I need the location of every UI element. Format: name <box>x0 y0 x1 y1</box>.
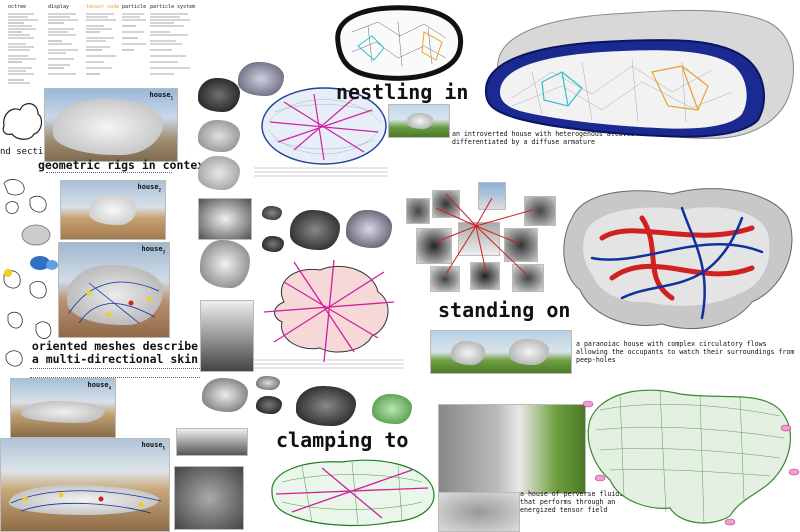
oriented-meshes-title: oriented meshes describe a multi-directi… <box>31 339 199 366</box>
house4-render: house4 <box>10 378 116 438</box>
nestling-landscape-render <box>388 104 450 138</box>
standing-house-mass-1 <box>451 341 485 365</box>
peephole-photo-6 <box>458 222 500 256</box>
house4-label: house4 <box>87 381 112 391</box>
nestling-description: an introverted house with heterogenous a… <box>452 130 635 146</box>
nestling-armature-drawing <box>254 87 388 177</box>
house1-render: house1 <box>44 88 178 162</box>
left-sketches <box>3 179 58 367</box>
model-dark-6 <box>296 386 356 426</box>
model-closeup-4 <box>174 466 244 530</box>
peephole-photo-7 <box>504 228 538 262</box>
standing-description: a paranoiac house with complex circulato… <box>576 340 795 364</box>
house3-mass <box>67 265 163 325</box>
clamping-description: a house of perverse fluidity that perfor… <box>520 490 632 514</box>
model-gray-3 <box>198 156 240 190</box>
peephole-photo-10 <box>512 264 544 292</box>
section-label: nd section <box>0 147 55 157</box>
standing-large-section <box>563 188 793 330</box>
code-header-particle-system: particle system <box>150 4 196 10</box>
clamping-large-mesh <box>582 389 800 526</box>
standing-on-title: standing on <box>438 298 571 322</box>
nestling-in-title: nestling in <box>336 80 469 104</box>
model-gray-1 <box>238 62 284 96</box>
house2-render: house2 <box>60 180 166 240</box>
geometric-rigs-title: geometric rigs in context <box>38 158 212 172</box>
model-gray-2 <box>198 120 240 152</box>
standing-house-mass-2 <box>509 339 549 365</box>
code-panel: octree display tensor code particle part… <box>4 0 196 88</box>
oriented-caption <box>30 368 200 378</box>
house2-mass <box>89 195 137 225</box>
code-header-particle: particle <box>122 4 147 10</box>
code-lines-graphic <box>8 13 190 84</box>
section-outline-drawing <box>2 103 43 140</box>
model-green-1 <box>372 394 412 424</box>
model-gray-4 <box>346 210 392 248</box>
code-header-tensor-code: tensor code <box>86 4 120 10</box>
clamping-interior-render <box>438 404 586 494</box>
clamping-green-rig <box>271 459 435 527</box>
peephole-photo-3 <box>478 182 506 210</box>
peephole-photo-5 <box>416 228 452 264</box>
house2-label: house2 <box>137 183 162 193</box>
peephole-connectors <box>435 193 533 275</box>
house4-mass <box>21 401 105 423</box>
house3-label: house3 <box>141 245 166 255</box>
model-closeup-3 <box>176 428 248 456</box>
geometric-caption <box>46 172 172 179</box>
peephole-photo-8 <box>430 266 460 292</box>
standing-pink-rig <box>254 259 404 369</box>
standing-landscape-render <box>430 330 572 374</box>
model-gray-7 <box>256 376 280 390</box>
model-closeup-1 <box>198 198 252 240</box>
house5-label: house5 <box>141 441 166 451</box>
model-gray-5 <box>200 240 250 288</box>
nestling-large-section <box>484 9 794 139</box>
code-header-octree: octree <box>8 4 27 10</box>
clamping-to-title: clamping to <box>276 428 409 452</box>
code-header-display: display <box>48 4 70 10</box>
model-dark-2 <box>262 206 282 220</box>
nestling-house-mass <box>407 113 433 129</box>
house3-render: house3 <box>58 242 170 338</box>
model-dark-4 <box>290 210 340 250</box>
model-dark-3 <box>262 236 284 252</box>
house5-rig-lines <box>10 490 162 514</box>
clamping-interior-closeup <box>438 492 520 532</box>
house5-render: house5 <box>0 438 170 532</box>
model-dark-1 <box>198 78 240 112</box>
nestling-section-drawing <box>335 5 464 81</box>
house1-label: house1 <box>149 91 174 101</box>
house5-mass <box>9 485 159 515</box>
model-closeup-2 <box>200 300 254 372</box>
model-gray-6 <box>202 378 248 412</box>
house3-rig-lines <box>68 281 160 324</box>
model-dark-5 <box>256 396 282 414</box>
peephole-photo-1 <box>406 198 430 224</box>
peephole-photo-4 <box>524 196 556 226</box>
house1-mass <box>53 99 163 155</box>
